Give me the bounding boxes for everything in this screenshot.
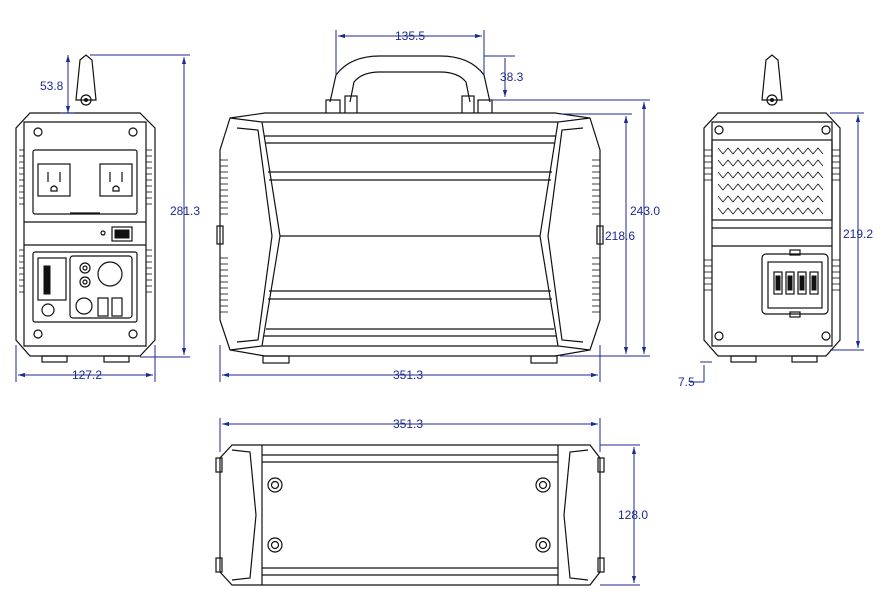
dim-handle-offset: 53.8 (40, 79, 64, 93)
side-body (219, 112, 601, 357)
back-view (703, 54, 841, 363)
side-handle (325, 55, 493, 115)
dim-top-length: 351.3 (393, 417, 423, 431)
mounting-screws (267, 477, 551, 553)
dim-inner-height: 218.6 (605, 229, 635, 243)
dim-handle-width: 135.5 (395, 29, 425, 43)
top-body (219, 444, 601, 586)
front-body (15, 112, 156, 357)
back-handle (761, 54, 783, 106)
dim-side-length: 351.3 (393, 368, 423, 382)
dimension-labels: 53.8 281.3 127.2 135.5 38.3 243.0 218.6 … (40, 29, 873, 522)
dimension-lines (15, 30, 864, 586)
ac-outlet-panel (32, 149, 138, 215)
back-body (703, 112, 841, 357)
dc-input-panel (761, 249, 829, 318)
dim-top-depth: 128.0 (618, 508, 648, 522)
dim-front-width: 127.2 (72, 368, 102, 382)
dim-foot-height: 7.5 (678, 375, 695, 389)
control-panel (32, 251, 138, 323)
top-view (215, 444, 605, 586)
front-view (15, 54, 156, 363)
front-handle (75, 54, 97, 106)
dim-handle-height: 38.3 (500, 70, 524, 84)
dim-right-height: 219.2 (843, 227, 873, 241)
dim-total-height: 281.3 (170, 204, 200, 218)
side-view (216, 55, 604, 364)
dim-body-height: 243.0 (630, 204, 660, 218)
